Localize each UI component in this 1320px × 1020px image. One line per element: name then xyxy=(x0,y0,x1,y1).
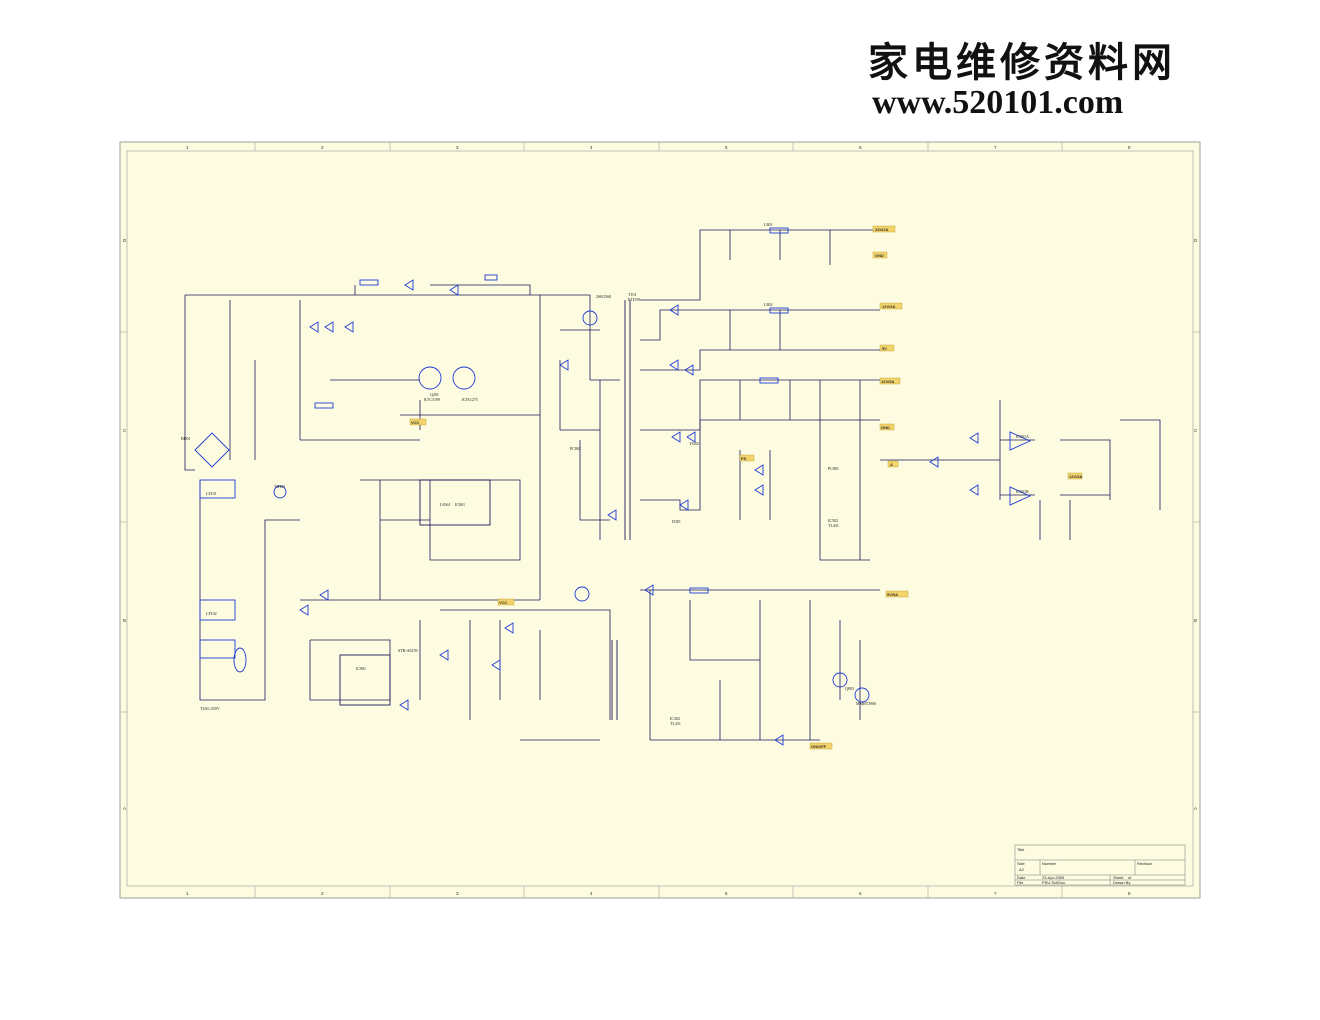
title-block xyxy=(1014,844,1186,886)
ruler-col-4-bottom: 4 xyxy=(590,891,593,896)
ruler-row-a: A xyxy=(123,806,126,811)
ruler-col-4: 4 xyxy=(590,145,593,150)
label-fuse-val: T4AL/250V xyxy=(200,706,220,711)
tb-size: A2 xyxy=(1019,867,1025,872)
net-24v: 24V/2A xyxy=(875,227,888,232)
net-vcc-2: VCC xyxy=(499,600,508,605)
tb-date-label: Date xyxy=(1017,875,1026,880)
net-a: A xyxy=(890,462,893,467)
tb-sheet-label: Sheet xyxy=(1113,875,1124,880)
net-5v: 5V xyxy=(882,346,887,351)
watermark-chinese: 家电维修资料网 xyxy=(868,39,1176,86)
net-12v-out: 12V/3A xyxy=(1069,474,1082,479)
net-vcc: VCC xyxy=(411,420,420,425)
tb-drawn-label: Drawn By xyxy=(1113,880,1130,885)
label-transformer: T101 xyxy=(628,292,636,297)
label-q-pfc-type: 2SK3568 xyxy=(596,294,611,299)
net-5v-standby: 5V/5A xyxy=(887,592,898,597)
label-ic-op: IC501A xyxy=(1016,434,1029,439)
ruler-row-d: D xyxy=(123,238,127,243)
label-bridge: BD01 xyxy=(181,436,191,441)
label-ic-pfc-type: L6561 xyxy=(440,502,450,507)
label-inductor2: L802 xyxy=(764,302,772,307)
ruler-col-5-bottom: 5 xyxy=(725,891,728,896)
tb-sheet-of: of xyxy=(1128,875,1132,880)
net-on-off: ON/OFF xyxy=(811,744,827,749)
label-inductor: L801 xyxy=(764,222,772,227)
label-ic-op2: IC501B xyxy=(1016,489,1029,494)
label-choke2: LF102 xyxy=(206,611,217,616)
net-label-tags xyxy=(409,225,1083,750)
label-ic-pfc: IC001 xyxy=(455,502,465,507)
ruler-col-5: 5 xyxy=(725,145,728,150)
sheet-inner-border xyxy=(126,150,1194,887)
ruler-row-a-right: A xyxy=(1194,806,1197,811)
ruler-col-2: 2 xyxy=(321,145,324,150)
label-ic-standby-type: STR-A6159 xyxy=(398,648,418,653)
tb-revision-label: Revision xyxy=(1137,861,1152,866)
ruler-col-6: 6 xyxy=(859,145,862,150)
label-choke: LF101 xyxy=(206,491,217,496)
label-opto2: PC802 xyxy=(570,446,581,451)
label-q-main: Q201 xyxy=(430,392,439,397)
label-diode-out: D301 xyxy=(672,519,681,524)
net-12v: 12V/3A xyxy=(882,304,895,309)
label-ic-standby: IC801 xyxy=(356,666,366,671)
tb-date: 23-Apr-2009 xyxy=(1042,875,1065,880)
ruler-row-c: C xyxy=(123,428,127,433)
label-q-803: Q803 xyxy=(845,686,854,691)
ruler-col-3: 3 xyxy=(456,145,459,150)
ruler-row-c-right: C xyxy=(1194,428,1198,433)
label-transformer-type: ETD39 xyxy=(628,297,640,302)
tb-file-label: File xyxy=(1017,880,1024,885)
ruler-col-7-bottom: 7 xyxy=(994,891,997,896)
ruler-col-6-bottom: 6 xyxy=(859,891,862,896)
ruler-col-1: 1 xyxy=(186,145,189,150)
ruler-col-8-bottom: 8 xyxy=(1128,891,1131,896)
ruler-col-3-bottom: 3 xyxy=(456,891,459,896)
wiring xyxy=(184,229,1161,741)
label-q-sw-type: KTC3199 xyxy=(424,397,440,402)
tb-size-label: Size xyxy=(1017,861,1026,866)
label-ic-ref2: IC302 xyxy=(670,716,680,721)
tb-number-label: Number xyxy=(1042,861,1057,866)
ruler-row-d-right: D xyxy=(1194,238,1198,243)
net-ps: PS xyxy=(741,456,747,461)
ruler-col-2-bottom: 2 xyxy=(321,891,324,896)
tb-file: PSU.SchDoc xyxy=(1042,880,1065,885)
ruler-ticks xyxy=(120,142,1200,898)
ruler-col-7: 7 xyxy=(994,145,997,150)
net-gnd-2: GND xyxy=(881,425,890,430)
label-q-sw2-type: KTA1275 xyxy=(462,397,478,402)
label-thermistor: TH101 xyxy=(274,484,285,489)
ruler-row-b: B xyxy=(123,618,126,623)
label-q-803-type: MMBT3906 xyxy=(856,701,876,706)
label-opto: PC801 xyxy=(828,466,839,471)
label-ic-ref: IC502 xyxy=(828,518,838,523)
ruler-col-8: 8 xyxy=(1128,145,1131,150)
label-diode-out2: D302 xyxy=(690,441,699,446)
ruler-row-b-right: B xyxy=(1194,618,1197,623)
net-gnd: GND xyxy=(875,253,884,258)
watermark-url: www.520101.com xyxy=(872,84,1124,121)
component-graphics xyxy=(194,227,1032,746)
net-12v-b: 12V/5A xyxy=(881,379,894,384)
ruler-col-1-bottom: 1 xyxy=(186,891,189,896)
tb-title-label: Title xyxy=(1017,847,1025,852)
label-ic-ref2-type: TL431 xyxy=(670,721,681,726)
label-ic-ref-type: TL431 xyxy=(828,523,839,528)
